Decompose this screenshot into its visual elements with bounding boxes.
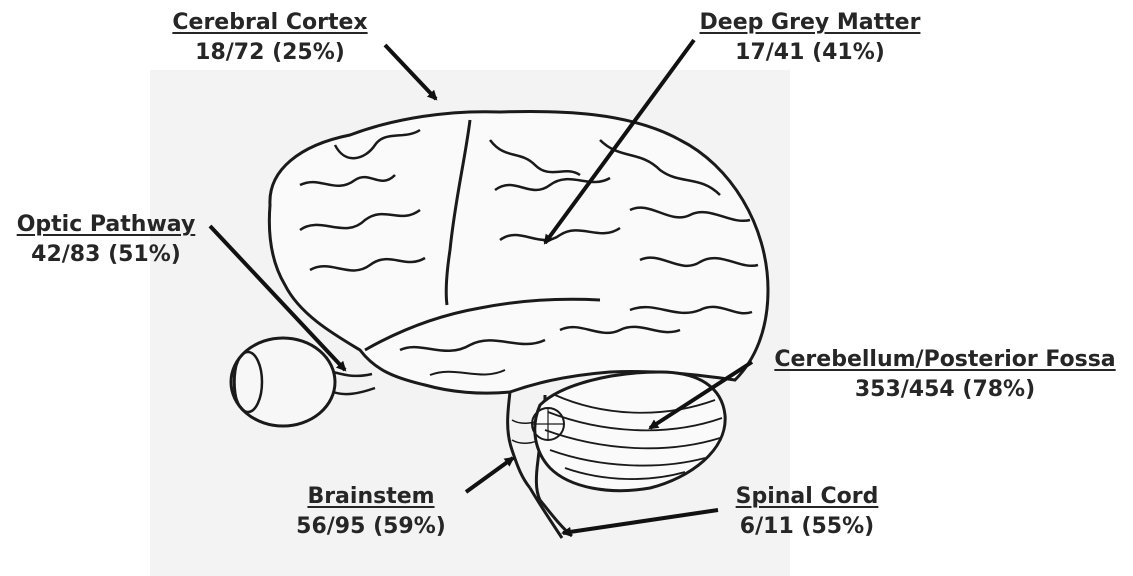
region-name: Spinal Cord (722, 482, 892, 512)
region-stat: 353/454 (78%) (762, 375, 1128, 405)
region-name: Cerebellum/Posterior Fossa (762, 345, 1128, 375)
region-name: Optic Pathway (6, 210, 206, 240)
region-stat: 6/11 (55%) (722, 512, 892, 542)
region-stat: 56/95 (59%) (286, 512, 456, 542)
label-optic-pathway: Optic Pathway 42/83 (51%) (6, 210, 206, 270)
region-name: Brainstem (286, 482, 456, 512)
region-name: Cerebral Cortex (160, 8, 380, 38)
label-spinal-cord: Spinal Cord 6/11 (55%) (722, 482, 892, 542)
region-stat: 17/41 (41%) (690, 38, 930, 68)
region-name: Deep Grey Matter (690, 8, 930, 38)
label-brainstem: Brainstem 56/95 (59%) (286, 482, 456, 542)
label-cerebral-cortex: Cerebral Cortex 18/72 (25%) (160, 8, 380, 68)
region-stat: 42/83 (51%) (6, 240, 206, 270)
label-cerebellum: Cerebellum/Posterior Fossa 353/454 (78%) (762, 345, 1128, 405)
label-deep-grey-matter: Deep Grey Matter 17/41 (41%) (690, 8, 930, 68)
region-stat: 18/72 (25%) (160, 38, 380, 68)
